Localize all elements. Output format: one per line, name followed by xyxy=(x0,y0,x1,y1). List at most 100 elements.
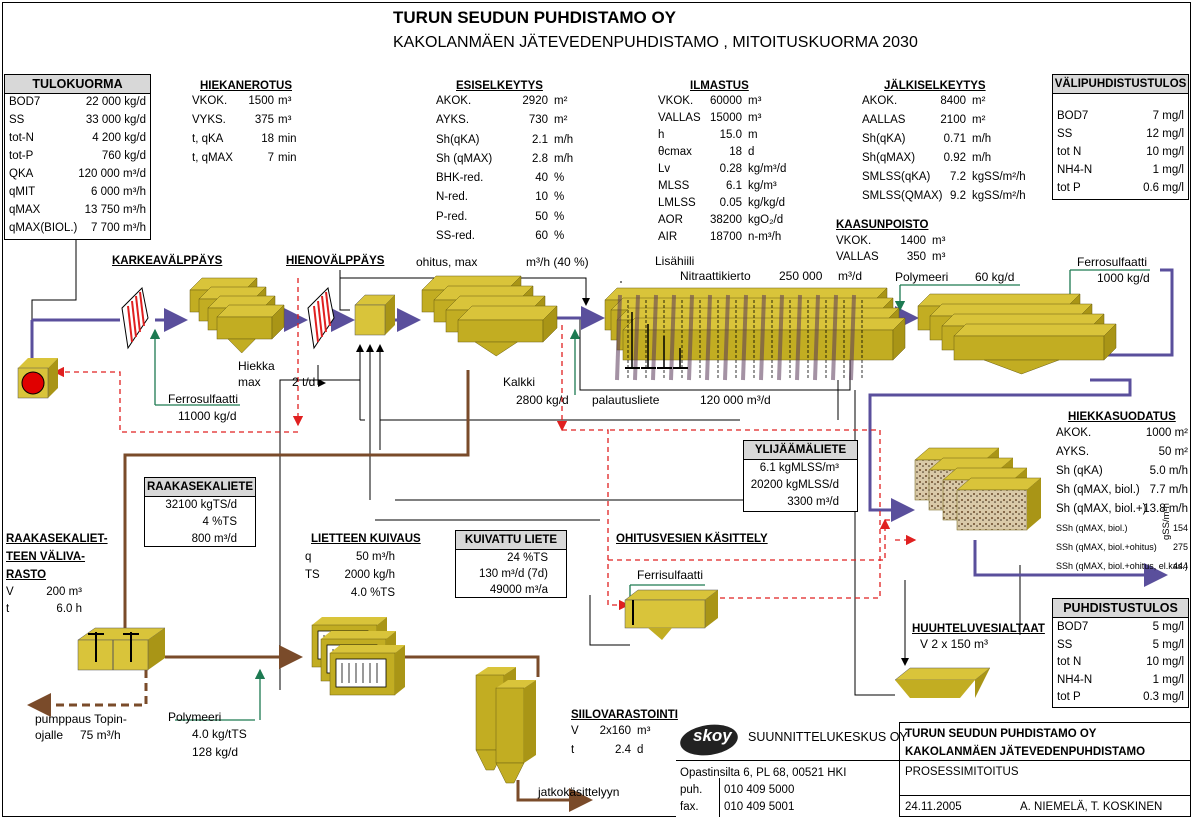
tulokuorma-key: tot-P xyxy=(9,150,34,162)
valipuhdistus-key: BOD7 xyxy=(1057,110,1089,122)
valivarasto-heading-1: RAAKASEKALIET- xyxy=(6,533,108,545)
puhdistustulos-value: 10 mg/l xyxy=(1146,656,1184,668)
kaasunpoisto-key: VKOK. xyxy=(836,235,872,247)
hiekanerotus-unit: min xyxy=(278,133,297,145)
aeration-divider xyxy=(615,294,622,381)
esiselkeytys-row: BHK-red.40% xyxy=(436,169,581,188)
hiekkasuodatus-row: SSh (qMAX, biol.+ohitus)275 xyxy=(1056,538,1188,557)
ilmastus-value: 18 xyxy=(729,146,742,158)
siilovarastointi-value: 2.4 xyxy=(615,744,631,756)
hiekkasuodatus-key: Sh (qMAX, biol.+) xyxy=(1056,503,1147,515)
ferrosulfaatti-left-label: Ferrosulfaatti xyxy=(168,392,239,406)
tulokuorma-key: BOD7 xyxy=(9,96,41,108)
ojalle-label: ojalle xyxy=(35,728,64,742)
hiekkasuodatus-value: 444 xyxy=(1172,561,1188,571)
hiekkasuodatus-key: SSh (qMAX, biol.) xyxy=(1056,523,1128,533)
hiekkasuodatus-value: 1000 m² xyxy=(1145,427,1188,439)
hiekanerotus-key: t, qMAX xyxy=(192,152,233,164)
esiselkeytys-key: AKOK. xyxy=(436,95,472,107)
sand-filter-media xyxy=(956,489,1028,531)
valipuhdistus-value: 10 mg/l xyxy=(1146,146,1184,158)
hiekanerotus-value: 375 xyxy=(254,114,274,126)
ilmastus-key: AIR xyxy=(658,231,678,243)
puhdistustulos-row: BOD7 5 mg/l xyxy=(1057,619,1184,636)
valipuhdistus-value: 7 mg/l xyxy=(1152,110,1184,122)
raakaseliete-row: 4 %TS xyxy=(149,514,251,531)
hiekkasuodatus-key: Sh (qKA) xyxy=(1056,465,1103,477)
tulokuorma-value: 4 200 kg/d xyxy=(92,132,146,144)
skoy-logo-text: skoy xyxy=(693,726,732,745)
hiekkasuodatus-row: Sh (qMAX, biol.+)13.8 m/h xyxy=(1056,500,1188,519)
esiselkeytys-value: 10 xyxy=(535,191,548,204)
title-sub: KAKOLANMÄEN JÄTEVEDENPUHDISTAMO , MITOIT… xyxy=(393,34,918,51)
esiselkeytys-unit: m² xyxy=(554,114,568,127)
title-main: TURUN SEUDUN PUHDISTAMO OY xyxy=(393,8,677,27)
water-flow-lines xyxy=(30,268,1174,587)
bypass-lines xyxy=(53,278,917,611)
hiekkasuodatus-value: 154 xyxy=(1172,523,1188,533)
raakaseliete-row: 32100 kgTS/d xyxy=(149,497,251,514)
hiekka-value: 2 t/d xyxy=(292,375,316,389)
ilmastus-key: VKOK. xyxy=(658,95,694,107)
ferrosulfaatti-right-value: 1000 kg/d xyxy=(1097,271,1150,285)
esiselkeytys-unit: % xyxy=(554,210,565,223)
lietteen-kuivaus-value: 4.0 %TS xyxy=(350,587,395,599)
grit-tank xyxy=(216,304,285,354)
esiselkeytys-row: N-red.10% xyxy=(436,188,581,207)
ilmastus-value: 60000 xyxy=(710,95,742,107)
aeration-basins xyxy=(604,287,906,381)
jalkiselkeytys-unit: m² xyxy=(972,95,986,107)
lietteen-kuivaus-row: 4.0 %TS xyxy=(305,584,405,602)
valipuhdistus-key: tot N xyxy=(1057,146,1082,158)
valipuhdistus-value: 0.6 mg/l xyxy=(1143,182,1184,194)
hiekanerotus-key: VYKS. xyxy=(192,114,226,126)
hiekkasuodatus-value: 50 m² xyxy=(1158,446,1188,458)
aeration-divider xyxy=(687,294,694,381)
ilmastus-value: 15000 xyxy=(710,112,742,124)
titleblock-company: SUUNNITTELUKESKUS OY xyxy=(748,730,908,744)
puhdistustulos-value: 1 mg/l xyxy=(1152,673,1184,686)
lietteen-kuivaus-value: 2000 kg/h xyxy=(344,569,395,581)
puhdistustulos-value: 5 mg/l xyxy=(1152,621,1184,633)
silos xyxy=(475,667,536,784)
ilmastus-unit: kg/kg/d xyxy=(748,197,786,209)
tulokuorma-key: tot-N xyxy=(9,132,34,144)
jalkiselkeytys-unit: kgSS/m²/h xyxy=(972,190,1026,202)
esiselkeytys-heading: ESISELKEYTYS xyxy=(456,80,543,92)
chemical-lines xyxy=(149,269,1150,721)
kuivattu-liete-value: 130 m³/d (7d) xyxy=(478,568,548,580)
titleblock-hline3 xyxy=(900,795,1191,796)
hiekkasuodatus-key: AYKS. xyxy=(1056,446,1090,458)
esiselkeytys-unit: m² xyxy=(554,95,568,107)
valivarasto-value: 200 m³ xyxy=(46,586,82,598)
hiekkasuodatus-value: 275 xyxy=(1172,542,1188,552)
siilovarastointi-heading: SIILOVARASTOINTI xyxy=(571,709,678,721)
dewatering-side xyxy=(395,645,405,695)
kuivattu-liete-heading: KUIVATTU LIETE xyxy=(456,531,566,550)
titleblock-date: 24.11.2005 xyxy=(905,801,962,813)
ylijaamaliete-value: 3300 m³/d xyxy=(787,496,839,508)
titleblock-phone-label: puh. xyxy=(680,784,703,796)
tulokuorma-value: 6 000 m³/h xyxy=(91,186,146,198)
puhdistustulos-key: BOD7 xyxy=(1057,621,1089,633)
polymeeri-top-value: 60 kg/d xyxy=(975,270,1015,284)
titleblock-fax-label: fax. xyxy=(680,801,699,813)
jalkiselkeytys-key: Sh(qMAX) xyxy=(862,152,916,164)
siilovarastointi-unit: m³ xyxy=(637,725,651,737)
valipuhdistus-key: NH4-N xyxy=(1057,164,1093,176)
esiselkeytys-value: 2.8 xyxy=(532,152,548,165)
